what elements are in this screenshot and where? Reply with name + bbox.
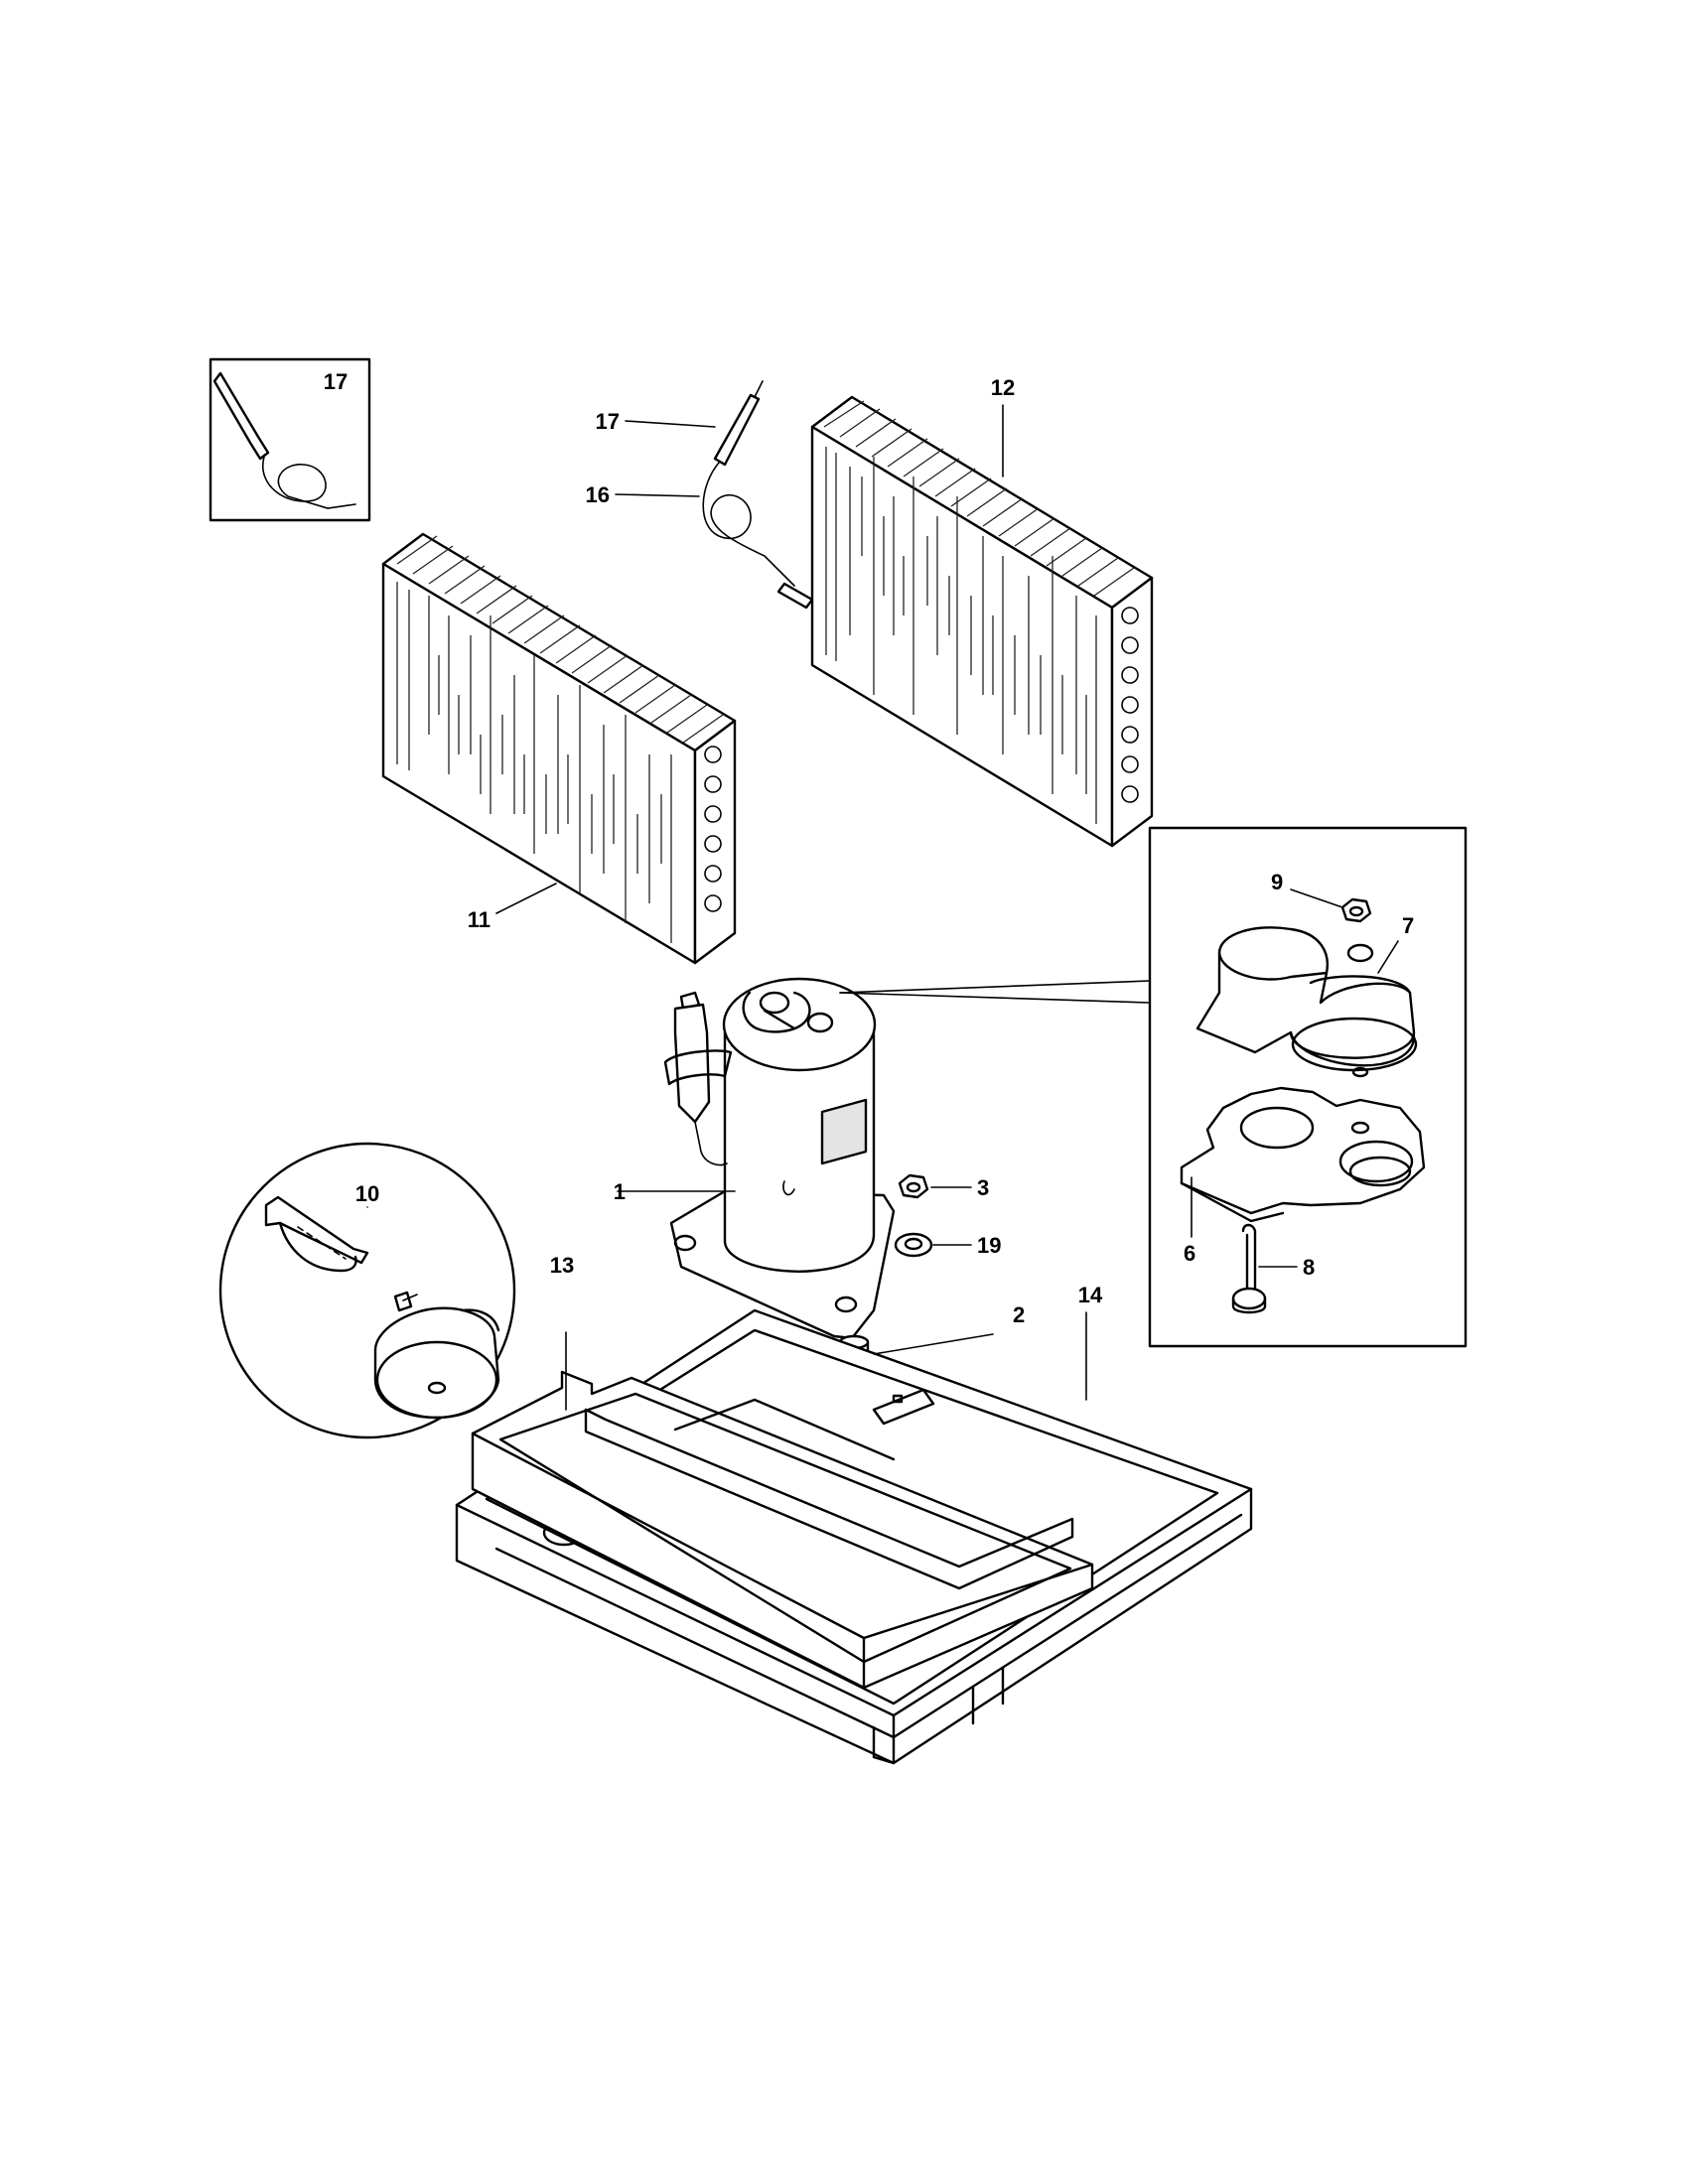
label-11: 11	[468, 907, 491, 932]
coil-12	[810, 395, 1154, 848]
inset-terminal-cover	[1148, 826, 1468, 1348]
label-12: 12	[991, 375, 1015, 400]
label-10: 10	[355, 1181, 379, 1206]
label-1: 1	[614, 1179, 626, 1204]
inset-capillary-tube	[209, 357, 371, 522]
label-14: 14	[1078, 1283, 1103, 1307]
part-labels: 1 2 3 6 7 8 9 10 11 12 13 14 16 17 17 19	[324, 369, 1414, 1327]
coil-11	[381, 532, 737, 965]
label-17: 17	[596, 409, 620, 434]
label-9: 9	[1271, 870, 1283, 894]
capillary-tube	[702, 380, 814, 610]
label-8: 8	[1303, 1255, 1315, 1280]
label-16: 16	[586, 482, 610, 507]
inset-capacitor-clamp	[218, 1142, 516, 1439]
label-3: 3	[977, 1175, 989, 1200]
grommet-19	[894, 1232, 933, 1258]
nut-3	[898, 1173, 929, 1199]
base-pan-13	[471, 1370, 1094, 1690]
label-17-inset: 17	[324, 369, 348, 394]
label-13: 13	[550, 1253, 574, 1278]
label-19: 19	[977, 1233, 1001, 1258]
label-7: 7	[1402, 913, 1414, 938]
label-2: 2	[1013, 1302, 1025, 1327]
leader-lines	[366, 404, 1399, 1411]
compressor	[663, 977, 896, 1340]
label-6: 6	[1184, 1241, 1195, 1266]
